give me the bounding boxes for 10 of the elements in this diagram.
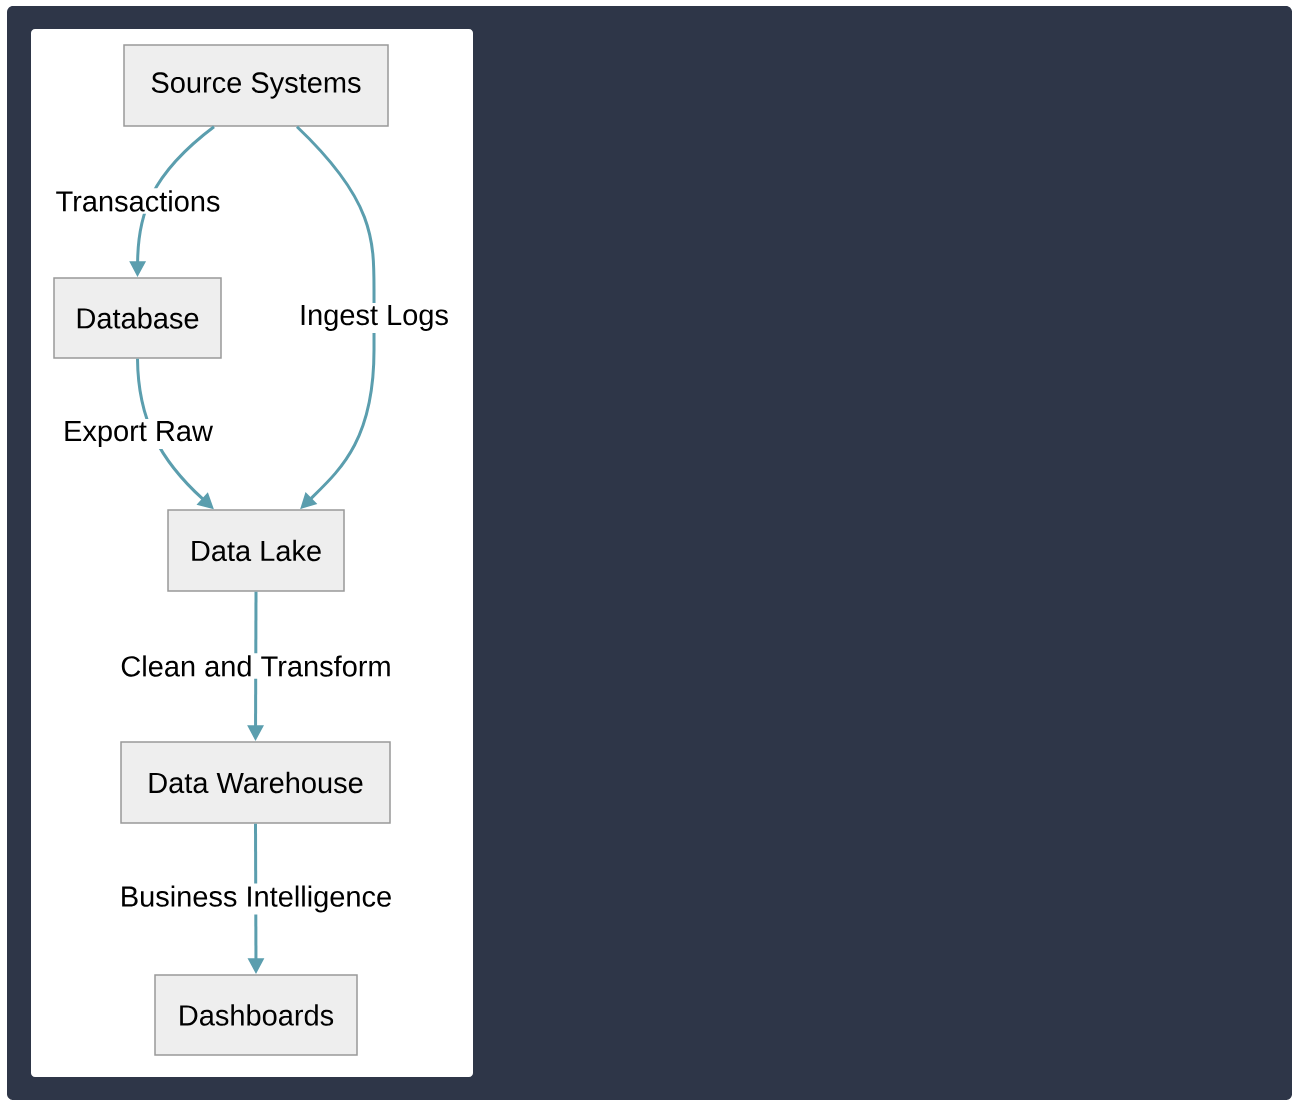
edge-label: Transactions	[53, 188, 223, 214]
process-box: Data Lake	[167, 509, 345, 592]
edge-label: Business Intelligence	[117, 883, 395, 915]
edge-label: Ingest Logs	[297, 303, 451, 333]
process-box: Database	[53, 277, 222, 359]
process-box: Dashboards	[154, 974, 358, 1056]
edge-label: Export Raw	[61, 419, 215, 449]
edge-label: Clean and Transform	[118, 653, 394, 679]
process-box: Data Warehouse	[120, 741, 391, 824]
process-box: Source Systems	[123, 44, 389, 127]
